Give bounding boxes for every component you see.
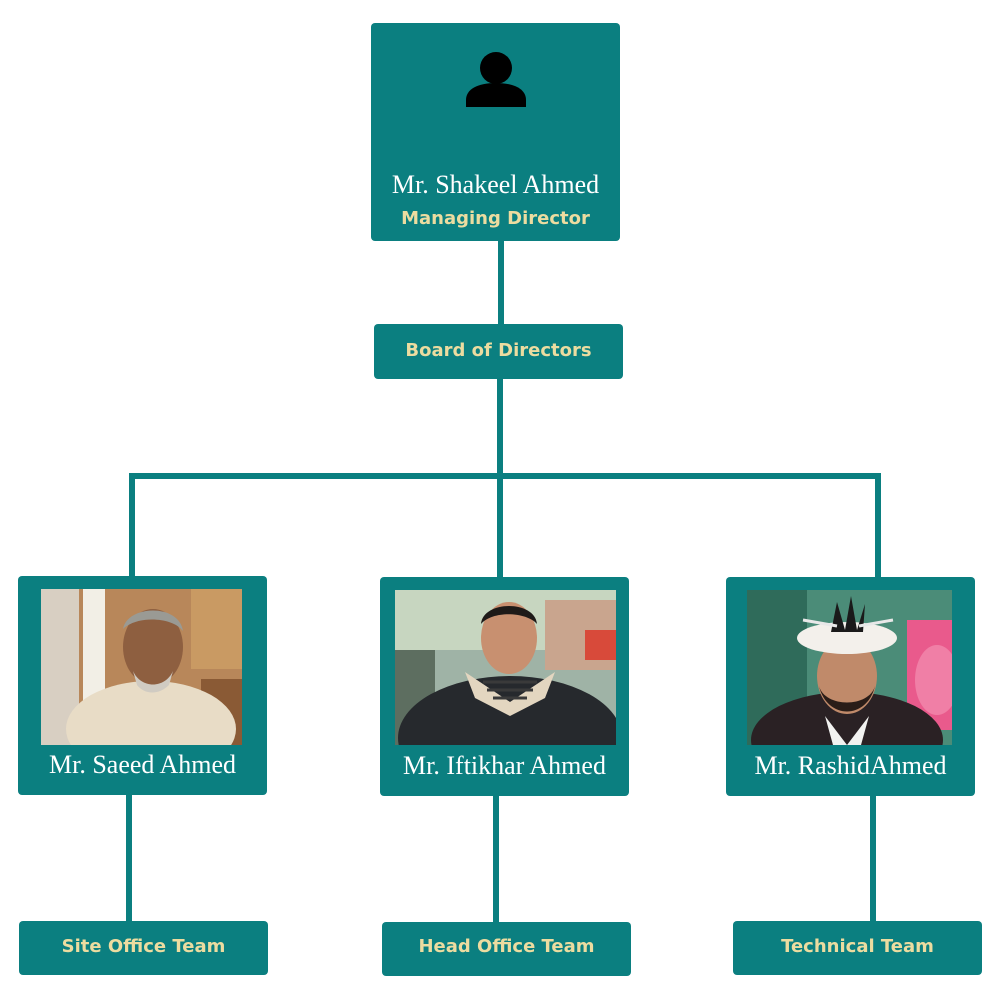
connector-right-to-team	[870, 795, 876, 922]
team-box-site-office: Site Office Team	[19, 921, 268, 975]
managing-director-role: Managing Director	[401, 208, 590, 229]
board-of-directors-box: Board of Directors	[374, 324, 623, 379]
rashid-ahmed-photo	[747, 590, 952, 745]
managing-director-name: Mr. Shakeel Ahmed	[391, 170, 600, 199]
director-card-iftikhar: Mr. Iftikhar Ahmed	[380, 577, 629, 796]
team-box-technical: Technical Team	[733, 921, 982, 975]
team-box-head-office: Head Office Team	[382, 922, 631, 976]
team-label-site-office: Site Office Team	[61, 936, 226, 957]
director-name-saeed: Mr. Saeed Ahmed	[48, 750, 237, 779]
connector-left-to-team	[126, 794, 132, 921]
board-of-directors-label: Board of Directors	[405, 340, 592, 361]
team-label-head-office: Head Office Team	[418, 936, 595, 957]
iftikhar-ahmed-photo	[395, 590, 616, 745]
team-label-technical: Technical Team	[781, 936, 934, 957]
managing-director-card: Mr. Shakeel Ahmed Managing Director	[371, 23, 620, 241]
connector-horizontal-branch	[129, 473, 881, 479]
connector-board-to-branch	[497, 378, 503, 478]
connector-center-to-team	[493, 795, 499, 922]
person-icon	[464, 51, 528, 107]
director-name-rashid: Mr. RashidAhmed	[754, 751, 947, 780]
saeed-ahmed-photo	[41, 589, 242, 745]
director-name-iftikhar: Mr. Iftikhar Ahmed	[403, 751, 606, 780]
connector-md-to-board	[498, 241, 504, 325]
connector-branch-left	[129, 473, 135, 577]
connector-branch-center	[497, 473, 503, 577]
connector-branch-right	[875, 473, 881, 577]
director-card-rashid: Mr. RashidAhmed	[726, 577, 975, 796]
director-card-saeed: Mr. Saeed Ahmed	[18, 576, 267, 795]
